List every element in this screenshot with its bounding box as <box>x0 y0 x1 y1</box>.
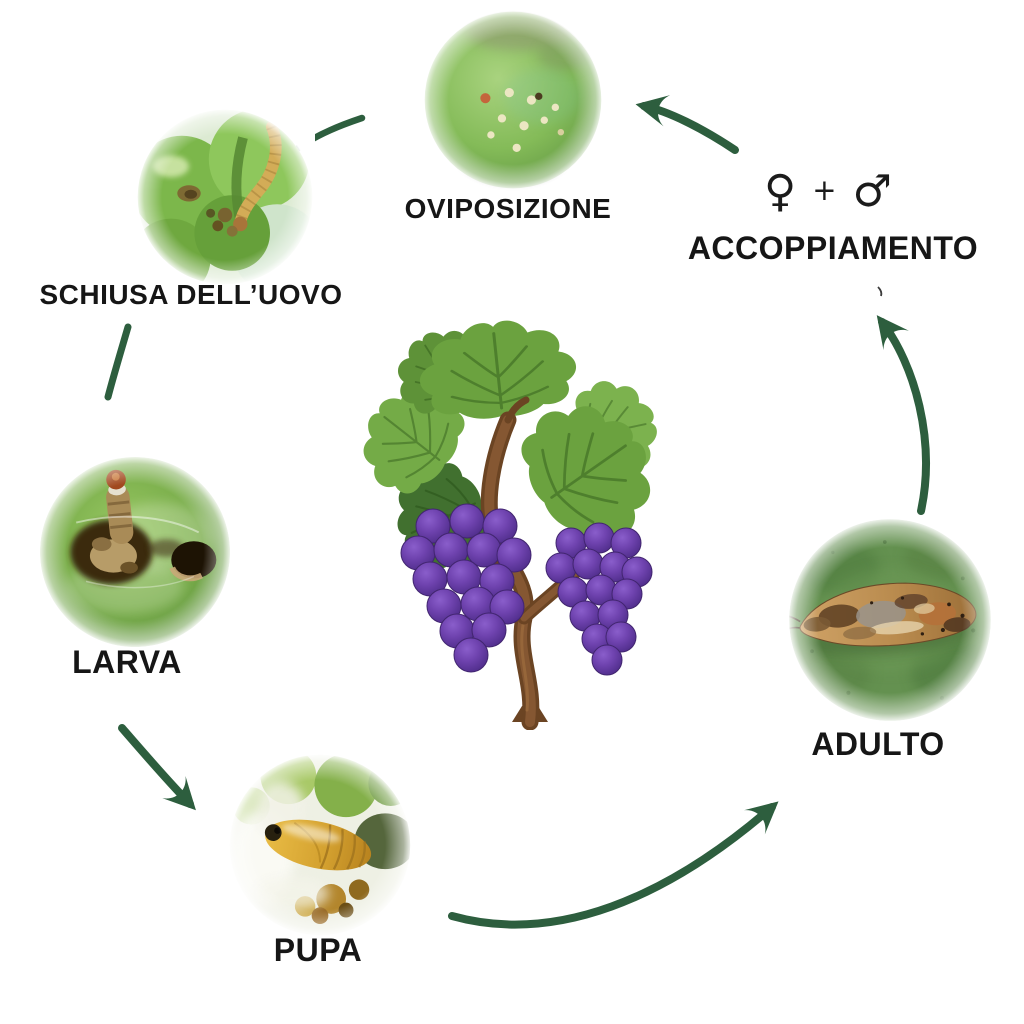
plus-symbol: + <box>812 172 837 207</box>
grapevine-illustration <box>340 312 680 730</box>
female-symbol: ♀ <box>764 166 797 217</box>
label-oviposizione: OVIPOSIZIONE <box>404 193 612 224</box>
arrow-larva-to-pupa <box>118 724 196 811</box>
connector-schiusa-to-larva <box>104 323 132 401</box>
label-pupa: PUPA <box>273 932 363 968</box>
arrow-adulto-to-accoppiamento <box>876 315 930 515</box>
male-symbol: ♂ <box>852 166 892 217</box>
label-schiusa-delluovo: SCHIUSA DELL’UOVO <box>39 279 343 310</box>
mating-symbols: ♀ + ♂ <box>688 163 968 221</box>
arrow-accoppiamento-to-oviposizione <box>635 95 739 154</box>
pupa-photo <box>227 752 413 938</box>
oviposizione-photo <box>421 8 605 192</box>
label-larva: LARVA <box>72 644 182 680</box>
grape-bunch-left <box>400 503 532 673</box>
stray-mark <box>877 286 883 297</box>
arrow-pupa-to-adulto <box>448 801 779 929</box>
label-adulto: ADULTO <box>811 726 945 762</box>
grape-bunch-right <box>545 522 653 676</box>
label-accoppiamento: ACCOPPIAMENTO <box>687 230 979 266</box>
schiusa-delluovo-photo <box>135 107 315 287</box>
adulto-photo <box>786 516 994 724</box>
larva-photo <box>37 454 233 650</box>
